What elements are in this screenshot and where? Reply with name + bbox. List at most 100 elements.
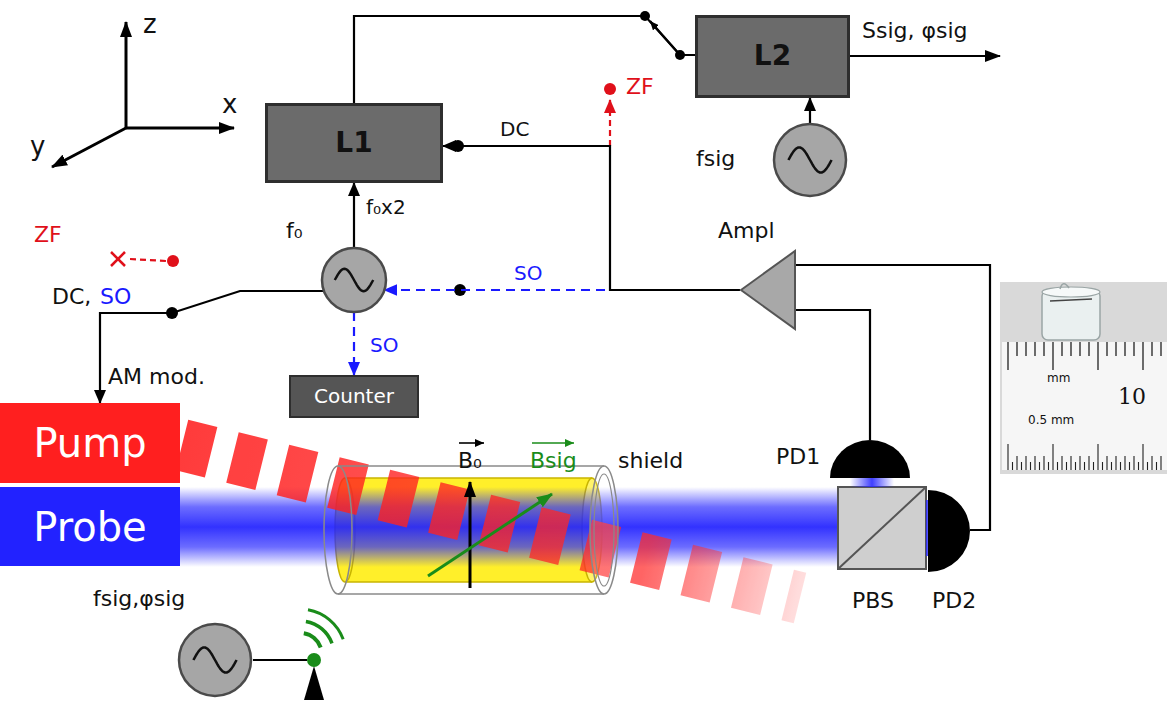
axis-label: y — [30, 132, 45, 162]
mode-label: DC, — [52, 284, 91, 309]
magnetic-shield — [338, 593, 604, 595]
ruler — [1002, 342, 1167, 470]
oscillator-symbol: fsig — [772, 122, 848, 198]
node-label: PD2 — [932, 588, 976, 613]
ruler-ticks — [1008, 444, 1161, 470]
field-label: B₀ — [458, 448, 482, 473]
photodiode-shape — [928, 490, 970, 572]
field-label: Bsig — [530, 448, 577, 473]
axis-arrow — [126, 127, 234, 130]
node-label: Probe — [33, 504, 146, 550]
signal-name: AM mod. — [108, 364, 205, 389]
photodiode-shape — [830, 440, 910, 478]
mode-label: SO — [100, 284, 131, 309]
magnetic-shield — [590, 466, 618, 594]
cell-photo — [1060, 284, 1069, 289]
signal-wire — [443, 146, 740, 290]
cell-photo — [1050, 299, 1092, 301]
reflected-beam — [850, 477, 894, 487]
wire-label: SO — [368, 334, 400, 357]
node-label: Ampl — [718, 218, 775, 243]
node-label: L2 — [754, 40, 791, 72]
cross-mark — [111, 252, 125, 266]
pump-beam — [182, 445, 800, 598]
oscillator-circle — [179, 624, 251, 696]
amplifier-symbol: Ampl — [740, 250, 796, 330]
lockin-box: L2 — [695, 15, 850, 98]
oscillator-symbol-shape — [320, 246, 388, 314]
antenna-mast — [304, 666, 324, 700]
amplifier-triangle — [741, 251, 795, 329]
magnetic-shield — [324, 466, 352, 594]
axis-label: z — [143, 10, 157, 40]
probe-laser: Probe — [0, 487, 180, 566]
photodiode: PD1 — [830, 440, 910, 478]
ruler-unit: 0.5 mm — [1028, 414, 1074, 428]
sine-wave — [788, 147, 831, 172]
beam-splitter — [838, 487, 926, 569]
node-label: f₀ — [286, 218, 303, 243]
zero-field-branch — [609, 100, 611, 146]
photodiode: PD2 — [928, 490, 970, 572]
amplifier-symbol-shape — [740, 250, 796, 330]
cell-photo — [1000, 282, 1167, 474]
vapour-cell — [345, 477, 592, 479]
node-label: fsig,φsig — [93, 586, 185, 611]
vector-accent — [459, 442, 484, 444]
counter-box: Counter — [289, 375, 419, 418]
node-label: L1 — [335, 127, 372, 159]
signal-name: Ssig, φsig — [862, 18, 968, 43]
zero-field-branch — [130, 259, 166, 261]
oscillator-symbol-shape — [772, 122, 848, 198]
signal-wire — [353, 312, 355, 375]
terminal-dot — [167, 255, 179, 267]
vector-accent — [532, 442, 574, 444]
sine-wave — [335, 269, 373, 291]
signal-wire — [809, 98, 811, 124]
radiation-arc — [304, 633, 321, 647]
sine-wave — [193, 647, 236, 672]
node-label: Counter — [314, 385, 394, 408]
signal-wire — [796, 310, 870, 440]
ruler-unit: mm — [1047, 372, 1070, 386]
signal-wire — [796, 265, 990, 530]
radiation-arc — [308, 610, 343, 640]
output-arrow — [850, 55, 1000, 57]
wire-label: DC — [498, 118, 531, 141]
lockin-box: L1 — [265, 103, 443, 183]
oscillator-symbol: fsig,φsig — [177, 622, 253, 698]
node-label: PD1 — [776, 444, 820, 469]
antenna-wire — [253, 659, 307, 661]
part-name: PBS — [852, 588, 894, 613]
signal-wire — [353, 183, 355, 248]
oscillator-symbol: f₀ — [320, 246, 388, 314]
oscillator-symbol-shape — [177, 622, 253, 698]
detector-dome — [830, 440, 910, 478]
axis-label: x — [222, 90, 237, 120]
ruler-number: 10 — [1118, 384, 1146, 409]
detector-dome — [928, 490, 970, 572]
signal-wire — [354, 16, 695, 103]
axis-arrow — [52, 128, 126, 167]
terminal-dot — [604, 83, 616, 95]
pump-laser: Pump — [0, 403, 180, 483]
wire-label: f₀x2 — [364, 196, 408, 219]
node-label: fsig — [696, 146, 735, 171]
antenna-tip — [307, 653, 321, 667]
beam-splitter — [838, 487, 926, 569]
axis-arrow — [125, 22, 128, 128]
oscillator-circle — [322, 248, 386, 312]
mode-label: ZF — [626, 74, 654, 99]
magnetic-shield — [594, 474, 614, 586]
part-name: shield — [618, 448, 683, 473]
field-vector — [428, 494, 552, 576]
ruler-ticks — [1008, 342, 1161, 370]
mode-label: ZF — [34, 222, 62, 247]
cell-photo — [1042, 287, 1100, 297]
node-label: Pump — [33, 420, 146, 466]
wire-label: SO — [512, 262, 544, 285]
field-vector — [469, 482, 472, 588]
